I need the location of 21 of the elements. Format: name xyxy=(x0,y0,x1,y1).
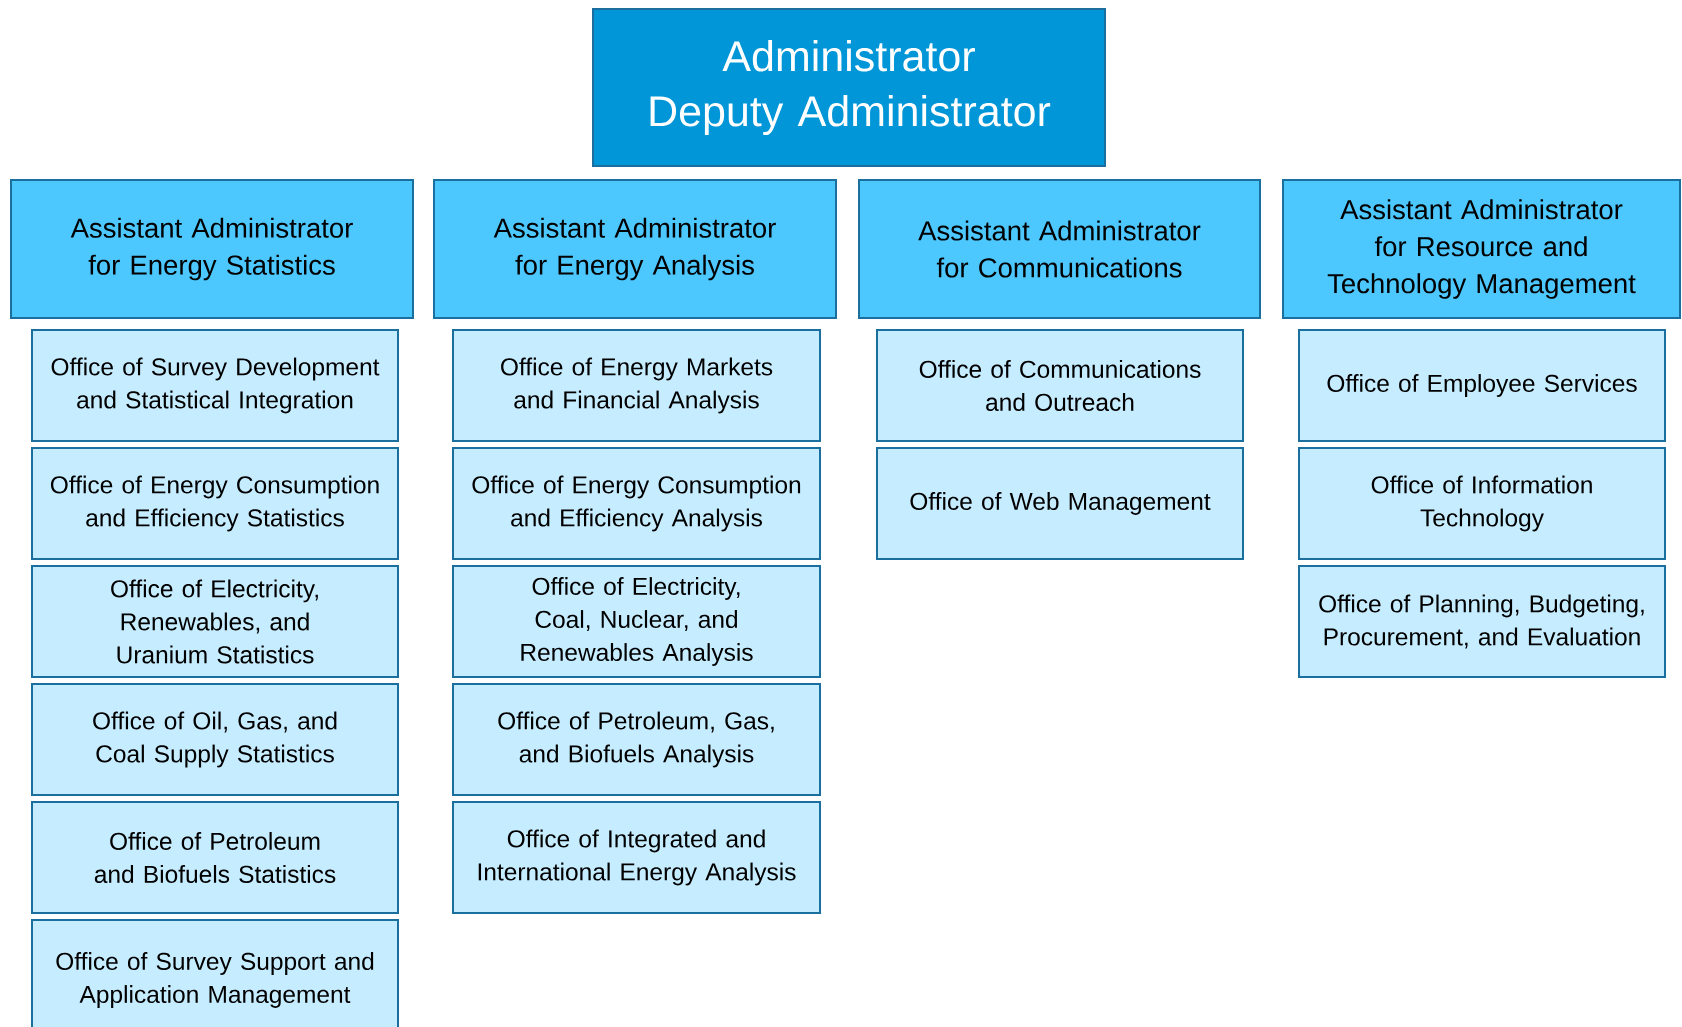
office-box: Office of Survey Development and Statistical Integration xyxy=(31,329,399,442)
header-box: Assistant Administrator for Energy Analysis xyxy=(433,179,837,319)
office-box: Office of Energy Consumption and Efficiency Statistics xyxy=(31,447,399,560)
office-box: Office of Survey Support and Application Management xyxy=(31,919,399,1027)
office-box: Office of Electricity, Coal, Nuclear, and Renewables Analysis xyxy=(452,565,821,678)
office-box: Office of Energy Markets and Financial Analysis xyxy=(452,329,821,442)
office-box: Office of Web Management xyxy=(876,447,1244,560)
top-box: Administrator Deputy Administrator xyxy=(592,8,1106,167)
office-box: Office of Petroleum and Biofuels Statistics xyxy=(31,801,399,914)
office-box: Office of Integrated and International Energy Analysis xyxy=(452,801,821,914)
office-box: Office of Petroleum, Gas, and Biofuels Analysis xyxy=(452,683,821,796)
office-box: Office of Planning, Budgeting, Procurement, and Evaluation xyxy=(1298,565,1666,678)
office-box: Office of Energy Consumption and Efficiency Analysis xyxy=(452,447,821,560)
office-box: Office of Communications and Outreach xyxy=(876,329,1244,442)
office-box: Office of Oil, Gas, and Coal Supply Statistics xyxy=(31,683,399,796)
header-box: Assistant Administrator for Resource and Technology Management xyxy=(1282,179,1681,319)
header-box: Assistant Administrator for Communications xyxy=(858,179,1261,319)
office-box: Office of Information Technology xyxy=(1298,447,1666,560)
header-box: Assistant Administrator for Energy Statistics xyxy=(10,179,414,319)
office-box: Office of Employee Services xyxy=(1298,329,1666,442)
office-box: Office of Electricity, Renewables, and Uranium Statistics xyxy=(31,565,399,678)
